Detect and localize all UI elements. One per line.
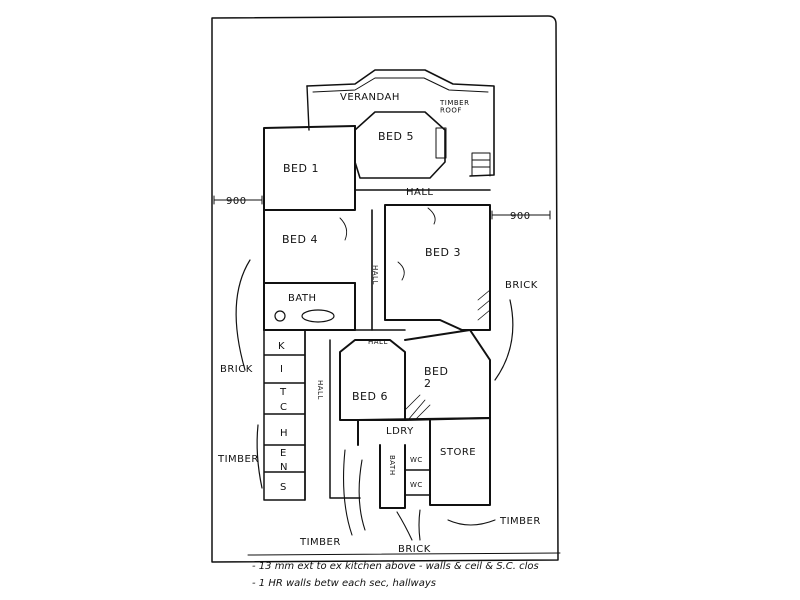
verandah-outline xyxy=(306,69,495,177)
material-brick-right: BRICK xyxy=(505,280,538,291)
label-hall-top: HALL xyxy=(406,187,434,198)
bath-lower-walls xyxy=(379,444,406,509)
notes-divider xyxy=(247,552,561,556)
bed5-outline xyxy=(354,111,446,179)
bed1-walls xyxy=(263,125,356,211)
bed3-hatch xyxy=(477,289,491,321)
kitchen-strip xyxy=(263,329,306,501)
dimension-left: 900 xyxy=(226,196,247,207)
material-timber-bottom-right: TIMBER xyxy=(499,516,541,527)
material-timber-left: TIMBER xyxy=(217,454,259,465)
kitchen-letter: S xyxy=(280,482,287,493)
kitchen-letter: I xyxy=(280,364,283,375)
brick-bottom-arrows xyxy=(396,509,421,541)
label-bed4: BED 4 xyxy=(282,233,318,246)
note-line-1: - 13 mm ext to ex kitchen above - walls … xyxy=(252,561,539,572)
dim-right-line xyxy=(491,210,551,220)
label-bath-upper: BATH xyxy=(288,293,317,304)
hall-left-walls xyxy=(304,329,361,501)
kitchen-letter: C xyxy=(280,402,287,413)
label-bed5: BED 5 xyxy=(378,130,414,143)
label-bed3: BED 3 xyxy=(425,246,461,259)
ldry-walls xyxy=(357,417,491,506)
label-bed6: BED 6 xyxy=(352,390,388,403)
label-verandah: VERANDAH xyxy=(340,92,400,103)
bath-walls xyxy=(263,282,356,331)
dimension-right: 900 xyxy=(510,211,531,222)
note-line-2: - 1 HR walls betw each sec, hallways xyxy=(252,578,436,589)
door-swing-3 xyxy=(397,261,405,281)
hall-walls xyxy=(354,189,491,331)
kitchen-letter: K xyxy=(278,341,285,352)
page-border xyxy=(211,15,559,563)
verandah-inner xyxy=(312,77,489,93)
kitchen-letter: E xyxy=(280,448,287,459)
bed6-walls xyxy=(339,339,406,421)
brick-right-arrow xyxy=(494,299,514,381)
label-hall-left: HALL xyxy=(316,380,324,400)
label-ldry: LDRY xyxy=(386,426,414,437)
bed5-cupboard xyxy=(435,127,447,159)
bathtub xyxy=(301,309,335,323)
material-brick-left: BRICK xyxy=(220,364,253,375)
bed3-walls xyxy=(384,204,491,331)
material-brick-bottom: BRICK xyxy=(398,544,431,555)
kitchen-letter: H xyxy=(280,428,288,439)
door-swing-1 xyxy=(339,217,348,241)
label-wc1: WC xyxy=(410,456,423,464)
kitchen-letter: T xyxy=(279,387,287,398)
material-timber-bottom-left: TIMBER xyxy=(299,537,341,548)
label-store: STORE xyxy=(440,447,476,458)
basin xyxy=(274,310,286,322)
label-wc2: WC xyxy=(410,481,423,489)
bed2-hatch xyxy=(404,394,431,421)
kitchen-letter: N xyxy=(280,462,288,473)
timber-left-arrow xyxy=(256,424,263,489)
label-bed1: BED 1 xyxy=(283,162,319,175)
verandah-left-edge xyxy=(306,85,310,131)
timber-bottom-right-arrow xyxy=(447,519,496,526)
door-swing-2 xyxy=(427,207,436,225)
dim-left-line xyxy=(213,195,263,205)
label-hall-vertical: HALL xyxy=(371,265,379,285)
label-hall-mid: HALL xyxy=(368,338,388,346)
brick-left-arrow xyxy=(235,259,251,371)
label-bath-lower: BATH xyxy=(388,455,396,476)
stairs xyxy=(471,152,491,177)
wc-walls xyxy=(404,469,431,496)
timber-bottom-arrows xyxy=(342,449,366,536)
